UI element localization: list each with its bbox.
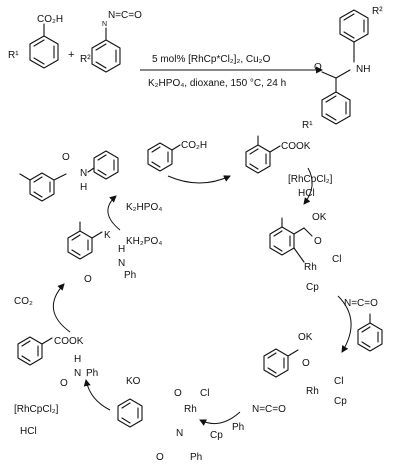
amide-salt-h: H xyxy=(74,354,81,365)
inserted-cp: Cp xyxy=(210,430,223,441)
catalyst-in-label: [RhCpCl₂] xyxy=(288,174,333,185)
cycle-salt-label: COOK xyxy=(281,141,311,152)
rhodacycle-ok: OK xyxy=(312,212,327,223)
complex-rh: Rh xyxy=(306,386,319,397)
aryl-h: H xyxy=(118,244,125,255)
arrow-isocyanate-entry xyxy=(337,295,352,353)
isocyanate-in-label: N=C=O xyxy=(344,298,378,309)
amide-salt-o: O xyxy=(60,378,68,389)
rhodacycle-cp: Cp xyxy=(306,282,319,293)
conditions-line1: 5 mol% [RhCp*Cl₂]₂, Cu₂O xyxy=(152,54,271,65)
kh2po4-label: KH₂PO₄ xyxy=(126,236,162,247)
catalyst-out-label: [RhCpCl₂] xyxy=(14,404,59,415)
k2hpo4-label: K₂HPO₄ xyxy=(126,202,162,213)
aryl-ph: Ph xyxy=(124,270,136,281)
product-amide: R² NH O R¹ xyxy=(302,6,383,131)
cycle-potassium-salt: COOK xyxy=(245,135,311,174)
final-o: O xyxy=(62,152,70,163)
cycle-inserted-intermediate: KO O O Rh Cl N Cp Ph xyxy=(117,376,223,463)
cycle-final-amide: O N H xyxy=(19,150,119,202)
complex-o: O xyxy=(302,358,310,369)
complex-ph: Ph xyxy=(232,422,244,433)
arrow-insertion xyxy=(199,411,241,426)
cycle-benzoic-acid: CO₂H xyxy=(147,140,207,172)
cycle-amide-salt: COOK O N H Ph xyxy=(17,336,98,389)
r2-label: R² xyxy=(80,54,91,65)
product-nh-label: NH xyxy=(356,64,370,75)
arrow-acid-entry xyxy=(167,175,231,184)
complex-cp: Cp xyxy=(334,396,347,407)
product-r1-label: R¹ xyxy=(302,120,313,131)
hcl-out-bottom-label: HCl xyxy=(20,426,37,437)
svg-text:N: N xyxy=(102,21,107,28)
isocyanate-label: N=C=O xyxy=(108,10,142,21)
inserted-o1: O xyxy=(174,388,182,399)
arrow-to-rhodacycle xyxy=(303,167,313,205)
inserted-ko: KO xyxy=(126,376,141,387)
amide-salt-cook: COOK xyxy=(54,336,84,347)
complex-cl: Cl xyxy=(334,376,343,387)
aryl-n: N xyxy=(118,258,125,269)
rhodacycle-cl: Cl xyxy=(332,254,341,265)
cycle-coordinated-complex: OK O Rh Cl Cp N=C=O Ph xyxy=(232,332,347,433)
plus-sign: + xyxy=(68,49,74,61)
carboxyl-label: CO₂H xyxy=(37,14,63,25)
aryl-k: K xyxy=(104,230,111,241)
inserted-rh: Rh xyxy=(184,404,197,415)
hcl-out-top-label: HCl xyxy=(298,188,315,199)
product-r2-label: R² xyxy=(372,6,383,17)
inserted-cl: Cl xyxy=(200,388,209,399)
cycle-acid-label: CO₂H xyxy=(181,140,207,151)
inserted-n: N xyxy=(176,428,183,439)
cycle-aryl-potassium: K O N H Ph xyxy=(67,221,136,285)
arrow-protonation xyxy=(107,195,121,231)
amide-salt-n: N xyxy=(74,368,81,379)
arrow-decarboxylation xyxy=(52,283,71,333)
final-h: H xyxy=(80,182,87,193)
co2-out-label: CO₂ xyxy=(14,296,33,307)
rhodacycle-rh: Rh xyxy=(304,262,317,273)
complex-ok: OK xyxy=(298,332,313,343)
r1-label: R¹ xyxy=(8,50,19,61)
inserted-o2: O xyxy=(156,452,164,463)
inserted-ph: Ph xyxy=(190,452,202,463)
cycle-rhodacycle: OK O Rh Cl Cp xyxy=(269,212,341,293)
aryl-o: O xyxy=(84,274,92,285)
amide-salt-ph: Ph xyxy=(86,368,98,379)
substrate-aryl-isocyanate: N N=C=O R² xyxy=(80,10,142,73)
substrate-benzoic-acid: CO₂H R¹ xyxy=(8,14,63,69)
arrow-protonolysis xyxy=(83,379,111,411)
final-n: N xyxy=(80,168,87,179)
complex-nco: N=C=O xyxy=(252,404,286,415)
conditions-line2: K₂HPO₄, dioxane, 150 °C, 24 h xyxy=(148,78,286,89)
rhodacycle-o: O xyxy=(314,236,322,247)
cycle-phenyl-isocyanate: N=C=O xyxy=(344,298,383,352)
product-o-label: O xyxy=(314,62,322,73)
